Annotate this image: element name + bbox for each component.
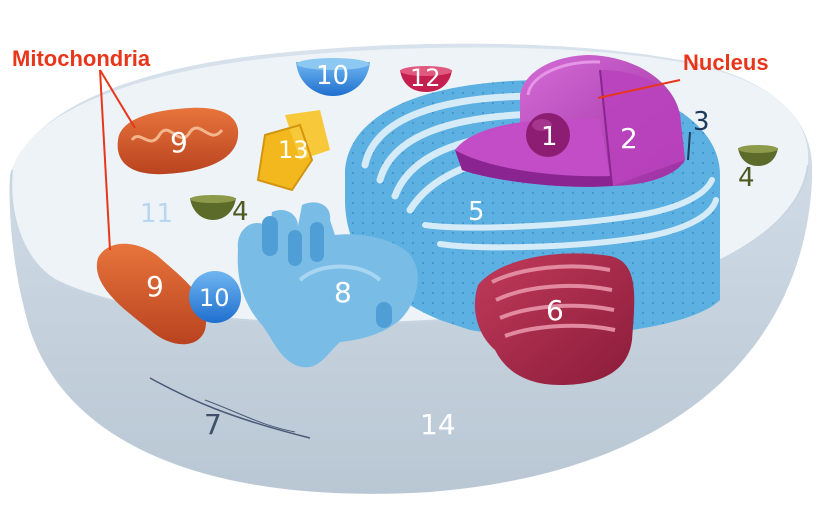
mitochondrion-lower xyxy=(96,243,207,345)
label-13: 13 xyxy=(278,136,309,164)
label-8: 8 xyxy=(334,276,352,309)
mitochondrion-upper xyxy=(117,107,239,175)
label-11: 11 xyxy=(140,199,173,229)
secretory-vesicle xyxy=(400,70,452,92)
label-5: 5 xyxy=(468,197,485,227)
cytoskeleton-line xyxy=(149,377,311,439)
centrosome xyxy=(256,110,330,192)
cytoskeleton-line-2 xyxy=(204,399,296,433)
label-9b: 9 xyxy=(146,270,164,303)
label-4b: 4 xyxy=(738,163,755,193)
label-3: 3 xyxy=(693,107,710,137)
vacuole-left xyxy=(190,198,236,220)
label-4a: 4 xyxy=(232,197,249,227)
golgi-apparatus xyxy=(474,253,635,385)
vacuole-right xyxy=(738,148,778,166)
label-6: 6 xyxy=(546,294,564,327)
label-12: 12 xyxy=(410,64,441,92)
label-10a: 10 xyxy=(316,61,349,91)
annotation-lines xyxy=(99,69,691,251)
label-nucleus: Nucleus xyxy=(683,50,769,75)
label-14: 14 xyxy=(420,408,456,441)
label-2: 2 xyxy=(620,122,638,155)
label-10b: 10 xyxy=(199,284,230,312)
smooth-er xyxy=(237,202,418,368)
label-1: 1 xyxy=(541,122,558,152)
lysosome-top xyxy=(296,62,370,96)
label-7: 7 xyxy=(204,408,222,441)
lysosome-side xyxy=(189,271,241,323)
label-9a: 9 xyxy=(170,126,188,159)
label-mitochondria: Mitochondria xyxy=(12,46,151,71)
